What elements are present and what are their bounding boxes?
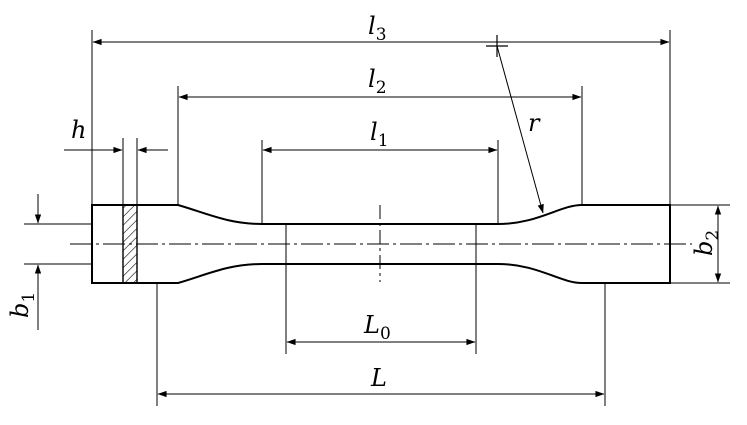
label-r: r xyxy=(528,109,541,137)
label-l3: l3 xyxy=(368,12,387,45)
label-b1: b1 xyxy=(6,292,39,318)
dimension-lines xyxy=(34,38,722,398)
label-l2: l2 xyxy=(368,65,387,98)
label-h: h xyxy=(71,116,86,144)
label-b2: b2 xyxy=(690,230,723,256)
radius-leader-line xyxy=(496,45,544,214)
radius-center-cross xyxy=(486,35,508,57)
label-L0: L0 xyxy=(363,311,391,344)
label-l1: l1 xyxy=(370,118,389,151)
label-L: L xyxy=(370,364,387,392)
extension-lines xyxy=(24,30,730,406)
